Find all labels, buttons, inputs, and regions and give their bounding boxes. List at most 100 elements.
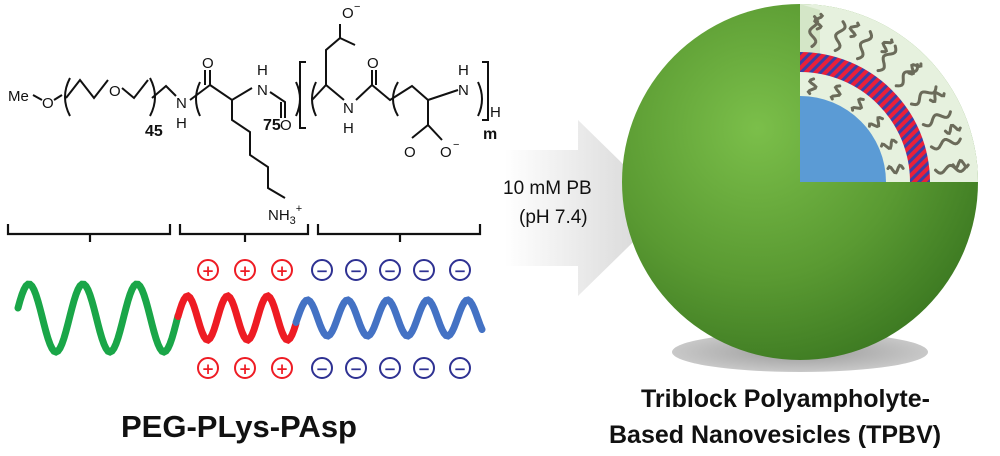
positive-charge-icon: +	[234, 357, 256, 379]
peg-bracket-open	[64, 77, 71, 117]
svg-text:−: −	[316, 360, 329, 378]
svg-text:−: −	[454, 262, 467, 280]
positive-charge-icon: +	[197, 357, 219, 379]
charge-row-bottom: + + + − − − − −	[197, 357, 471, 379]
peg-chain-icon	[829, 84, 842, 101]
peg-chain-icon	[886, 163, 905, 175]
svg-text:−: −	[316, 262, 329, 280]
svg-text:−: −	[418, 360, 431, 378]
arrow-condition-line2: (pH 7.4)	[519, 207, 588, 228]
peg-oxygen-label: O	[109, 83, 121, 100]
peg-chain-icon	[907, 62, 923, 76]
pasp-n-label: N	[343, 100, 354, 117]
peg-chain-icon	[894, 63, 919, 88]
carboxylate-charge-top: −	[354, 1, 360, 13]
negative-charge-icon: −	[379, 357, 401, 379]
negative-charge-icon: −	[311, 259, 333, 281]
peg-chain-icon	[876, 44, 898, 73]
plys-block-wave	[174, 292, 300, 344]
pasp-n2-label: N	[458, 82, 469, 99]
peg-chain-icon	[833, 20, 847, 53]
plys-brace	[178, 224, 310, 242]
negative-charge-icon: −	[379, 259, 401, 281]
end-h-label: H	[490, 104, 501, 121]
svg-text:−: −	[384, 360, 397, 378]
vesicle-caption-line2: Based Nanovesicles (TPBV)	[609, 421, 941, 449]
positive-charge-icon: +	[271, 259, 293, 281]
ammonium-label: NH3+	[268, 203, 302, 227]
svg-text:+: +	[276, 360, 289, 378]
inner-peg-corona	[806, 77, 905, 175]
peg-bracket-close	[149, 77, 156, 117]
negative-charge-icon: −	[345, 357, 367, 379]
svg-text:+: +	[239, 360, 252, 378]
peg-chain-icon	[928, 91, 946, 104]
peg-chain-icon	[850, 97, 865, 112]
pasp-h-label: H	[343, 120, 354, 137]
svg-text:+: +	[276, 262, 289, 280]
negative-charge-icon: −	[345, 259, 367, 281]
peg-chain-icon	[806, 77, 818, 95]
carboxylate-o-top: O	[342, 5, 354, 22]
polymer-chain	[14, 280, 486, 356]
positive-charge-icon: +	[271, 357, 293, 379]
aqueous-core	[800, 96, 886, 182]
pasp-o-minus-bottom: O	[440, 144, 452, 161]
peg-brace	[6, 224, 172, 242]
peg-chain-icon	[867, 115, 884, 129]
plys-repeat-count: 75	[263, 117, 281, 134]
carbonyl-o2-label: O	[280, 117, 292, 134]
charge-rows: + + + − − − − − + + + − − − − −	[197, 259, 471, 379]
amide-h-label: H	[176, 115, 187, 132]
process-arrow: 10 mM PB (pH 7.4)	[503, 120, 668, 296]
svg-text:−: −	[350, 360, 363, 378]
peg-repeat-count: 45	[145, 123, 163, 140]
peg-chain-icon	[813, 12, 825, 31]
svg-text:−: −	[350, 262, 363, 280]
peg-chain-icon	[848, 21, 861, 39]
svg-text:−: −	[418, 262, 431, 280]
peg-chain-icon	[856, 30, 874, 61]
positive-charge-icon: +	[197, 259, 219, 281]
peg-chain-icon	[951, 158, 970, 170]
svg-text:−: −	[384, 262, 397, 280]
negative-charge-icon: −	[449, 357, 471, 379]
svg-text:+: +	[239, 262, 252, 280]
peg-chain-icon	[943, 123, 962, 136]
vesicle-caption-line1: Triblock Polyampholyte-	[641, 385, 930, 413]
pasp-brace	[316, 224, 482, 242]
negative-charge-icon: −	[449, 259, 471, 281]
arrow-condition-line1: 10 mM PB	[503, 178, 592, 199]
peg-chain-icon	[880, 138, 898, 150]
negative-charge-icon: −	[413, 259, 435, 281]
svg-text:−: −	[454, 360, 467, 378]
amide-n-label: N	[176, 95, 187, 112]
svg-text:+: +	[202, 262, 215, 280]
methyl-label: Me	[8, 88, 29, 105]
polymer-name: PEG-PLys-PAsp	[121, 409, 357, 444]
peg-chain-icon	[921, 110, 952, 128]
svg-text:+: +	[202, 360, 215, 378]
outer-peg-corona	[808, 12, 970, 175]
nanovesicle	[622, 4, 978, 372]
carbonyl-o-label: O	[202, 55, 214, 72]
negative-charge-icon: −	[311, 357, 333, 379]
pasp-carbonyl-o: O	[367, 55, 379, 72]
pasp-block-wave	[292, 296, 486, 340]
pasp-h2-label: H	[458, 62, 469, 79]
pasp-repeat-count: m	[483, 126, 497, 143]
negative-charge-icon: −	[413, 357, 435, 379]
peg-chain-icon	[929, 137, 962, 151]
charge-row-top: + + + − − − − −	[197, 259, 471, 281]
peg-chain-icon	[934, 163, 967, 175]
positive-charge-icon: +	[234, 259, 256, 281]
peg-block-wave	[14, 280, 182, 356]
chemical-structure: Me O O 45 N H O H N O 75 NH3+	[8, 1, 501, 227]
oxygen-label: O	[42, 95, 54, 112]
nh-n-label: N	[257, 82, 268, 99]
nh-h-label: H	[257, 62, 268, 79]
carboxylate-charge-bottom: −	[453, 139, 459, 151]
pasp-o-bottom: O	[404, 144, 416, 161]
block-braces	[6, 224, 482, 242]
